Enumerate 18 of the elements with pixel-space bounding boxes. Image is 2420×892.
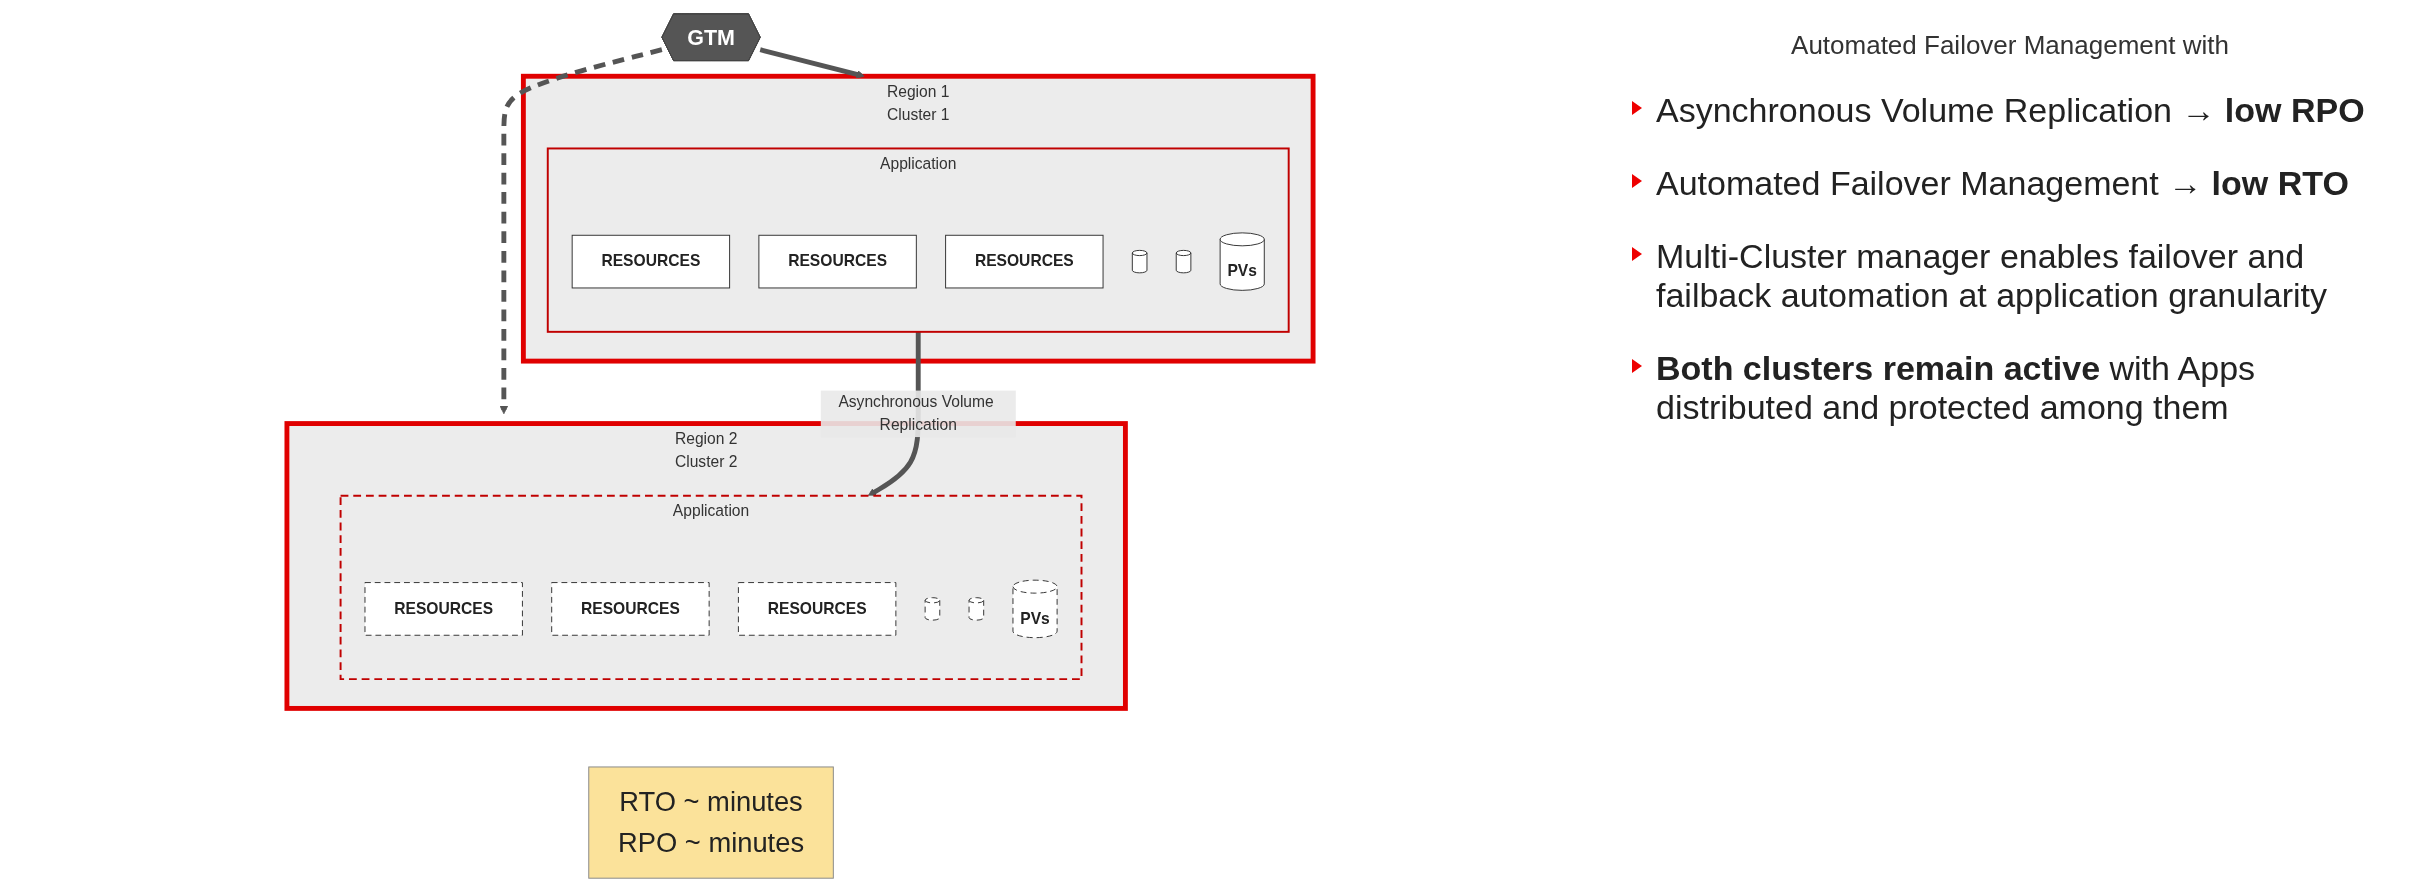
- bullet-text: Multi-Cluster manager enables failover and failback automation at application granularity: [1656, 237, 2390, 315]
- node-box: RESOURCES: [571, 234, 731, 289]
- node-cylinder: [1175, 249, 1192, 274]
- arrow: [759, 47, 865, 79]
- node-box: RESOURCES: [737, 582, 897, 636]
- node-box: RTO ~ minutes RPO ~ minutes: [588, 766, 834, 879]
- node-cylinder: [968, 597, 985, 621]
- node-box: RESOURCES: [364, 582, 523, 636]
- bullet-text: Automated Failover Management → low RTO: [1656, 164, 2390, 203]
- bullet-text: Asynchronous Volume Replication → low RPO: [1656, 91, 2390, 130]
- arrow: [499, 47, 663, 415]
- node-cylinder: [1131, 249, 1148, 274]
- annotation-text: Automated Failover Management with: [1790, 30, 2230, 61]
- node-box: RESOURCES: [945, 234, 1104, 289]
- node-box: RESOURCES: [758, 234, 917, 289]
- node-box: RESOURCES: [551, 582, 710, 636]
- node-cylinder: [924, 597, 941, 621]
- bullet-text: Both clusters remain active with Apps distributed and protected among them: [1656, 349, 2390, 427]
